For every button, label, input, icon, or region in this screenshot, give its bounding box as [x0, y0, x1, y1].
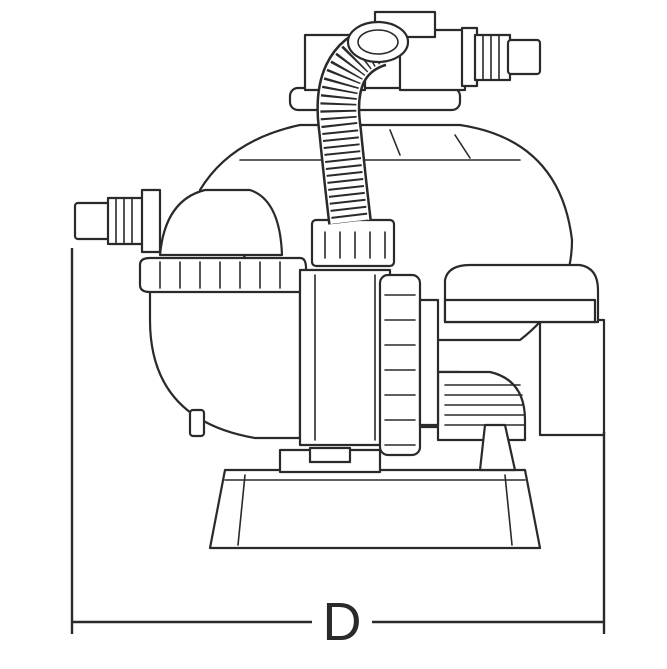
pump-motor [418, 263, 606, 472]
base-stand [208, 446, 542, 550]
dimension-label: D [312, 592, 372, 652]
center-column [298, 268, 440, 457]
corrugated-hose [316, 20, 410, 225]
valve-collar [310, 218, 396, 268]
inlet-pipe [73, 188, 162, 254]
strainer-pot [138, 188, 308, 440]
